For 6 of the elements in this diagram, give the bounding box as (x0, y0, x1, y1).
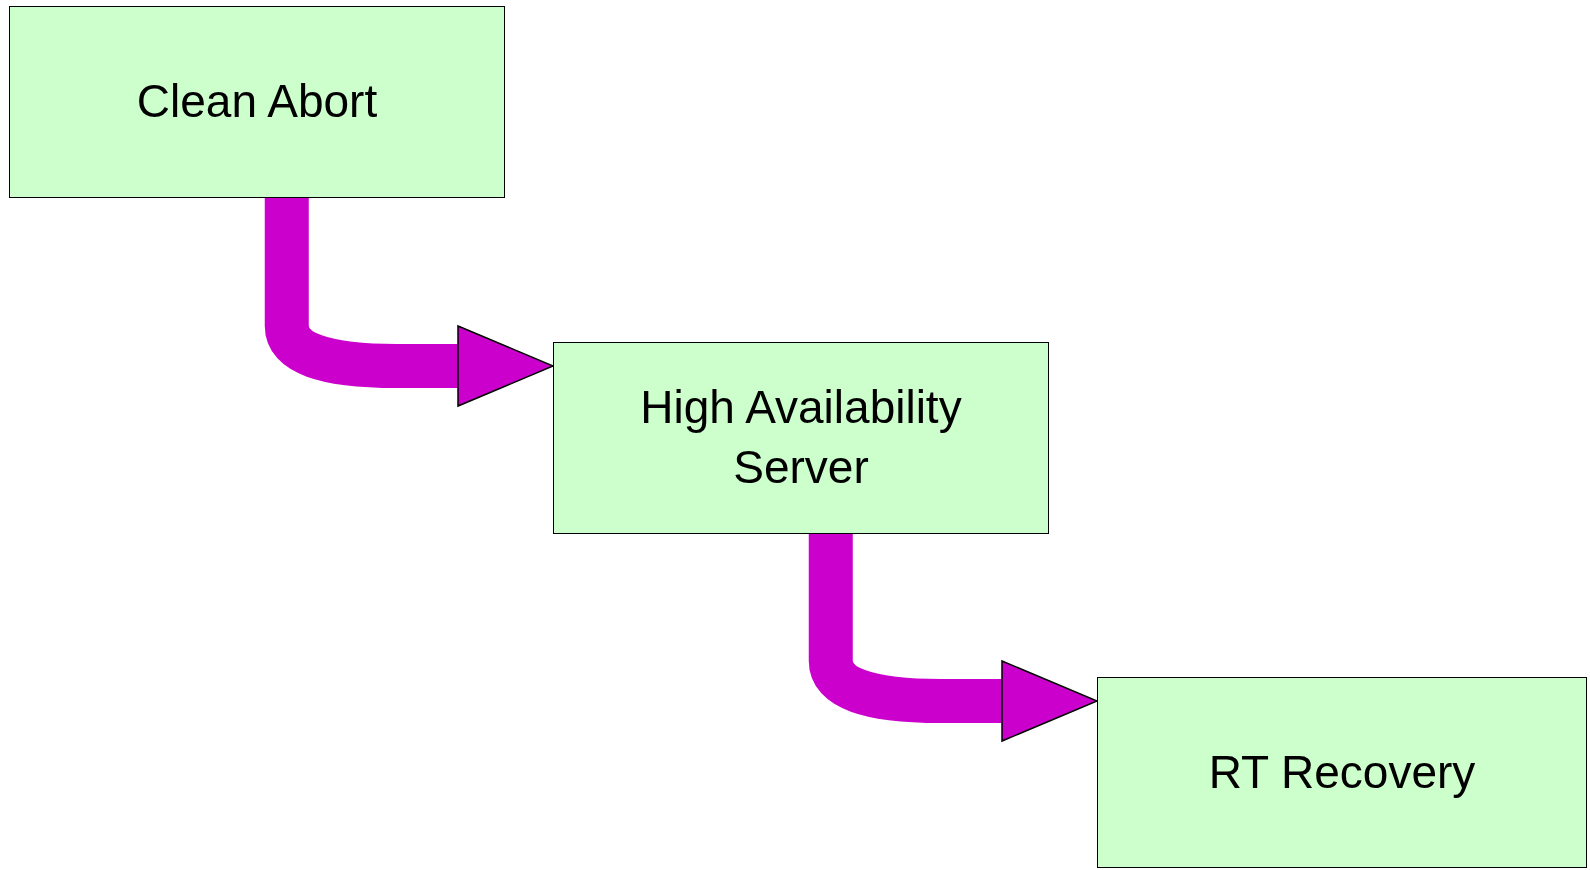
box-label: High Availability Server (639, 380, 963, 495)
process-box (553, 342, 1049, 534)
process-box (1097, 677, 1587, 868)
box-label: Clean Abort (136, 74, 378, 130)
process-box (9, 6, 505, 198)
box-label: RT Recovery (1208, 744, 1476, 800)
